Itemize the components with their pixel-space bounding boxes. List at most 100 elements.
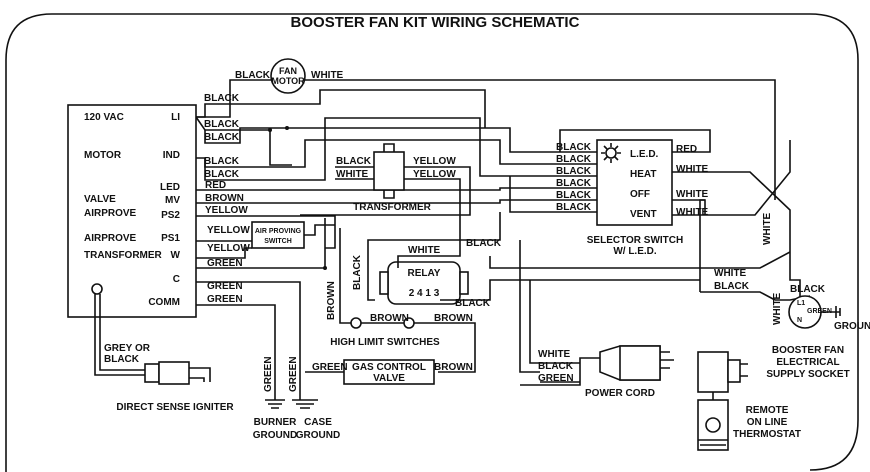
wire-label-black: BLACK xyxy=(790,284,826,295)
wire-label-black: BLACK xyxy=(204,156,240,167)
terminal-led: LED xyxy=(160,182,180,193)
gas-control-valve xyxy=(343,359,435,385)
wire xyxy=(196,215,336,249)
outer-border xyxy=(5,13,859,472)
led-rays-icon xyxy=(601,143,621,163)
wire-label-red: RED xyxy=(676,144,697,155)
wire xyxy=(520,357,600,386)
relay-label: RELAY xyxy=(408,268,441,279)
transformer-tabs xyxy=(383,143,395,199)
transformer-wires xyxy=(300,166,471,240)
selector-title-1: SELECTOR SWITCH xyxy=(587,235,683,246)
wire xyxy=(397,212,501,268)
power-cord-plug-body xyxy=(619,345,661,381)
wire xyxy=(509,176,555,213)
wire-label-black: BLACK xyxy=(455,298,491,309)
wire xyxy=(700,291,776,301)
high-limit-switch-1 xyxy=(350,317,362,329)
socket-ground-label: GROUND xyxy=(834,321,870,332)
wire-label-black: BLACK xyxy=(204,119,240,130)
wire xyxy=(304,224,335,236)
power-cord-wires xyxy=(519,240,580,383)
label-transformer: TRANSFORMER xyxy=(84,250,163,261)
wire-label-white: WHITE xyxy=(336,169,369,180)
wire xyxy=(672,171,791,252)
wire-label-yellow: YELLOW xyxy=(207,225,250,236)
wire-label-white: WHITE xyxy=(714,268,747,279)
gas-valve-label-2: VALVE xyxy=(373,373,405,384)
socket-l1-label: L1 xyxy=(797,300,805,307)
wire-label-black: BLACK xyxy=(714,281,750,292)
relay-pins: 2 4 1 3 xyxy=(409,288,440,299)
thermostat-dial-icon xyxy=(705,417,721,433)
wire-label-green: GREEN xyxy=(288,356,299,392)
relay-tab xyxy=(379,271,389,295)
wire-label-white: WHITE xyxy=(538,349,571,360)
socket-n-label: N xyxy=(797,317,802,324)
wire-label-green: GREEN xyxy=(538,373,574,384)
burner-ground-icon xyxy=(265,399,285,409)
thermostat-body xyxy=(697,399,729,451)
wire xyxy=(204,117,555,181)
thermostat-plug xyxy=(697,351,729,393)
wire-label-black: BLACK xyxy=(204,169,240,180)
wire-label-white: WHITE xyxy=(676,164,709,175)
wire-label-white: WHITE xyxy=(408,245,441,256)
wire xyxy=(196,304,276,400)
igniter-body xyxy=(158,361,190,385)
burner-ground-label-1: BURNER xyxy=(254,417,298,428)
socket-label-1: BOOSTER FAN xyxy=(772,345,844,356)
wire-label-white: WHITE xyxy=(772,292,783,325)
fan-motor-label-1: FAN xyxy=(279,66,297,76)
transformer-label: TRANSFORMER xyxy=(353,202,432,213)
junction-dot xyxy=(268,128,272,132)
wire-label-black: BLACK xyxy=(538,361,574,372)
fan-motor xyxy=(270,58,306,94)
label-airprove: AIRPROVE xyxy=(84,233,137,244)
wire-label-black: BLACK xyxy=(556,166,592,177)
terminal-mv: MV xyxy=(165,195,180,206)
wire-label-brown: BROWN xyxy=(434,313,473,324)
terminal-ps1: PS1 xyxy=(161,233,180,244)
wire xyxy=(196,281,301,400)
wire-label-black: BLACK xyxy=(204,93,240,104)
thermostat-bulb xyxy=(698,439,728,446)
wire xyxy=(204,127,555,153)
air-switch-wires xyxy=(196,240,252,259)
wire-label-brown: BROWN xyxy=(434,362,473,373)
wire xyxy=(196,199,555,204)
wire-label-yellow: YELLOW xyxy=(413,156,456,167)
diagram-title: BOOSTER FAN KIT WIRING SCHEMATIC xyxy=(291,14,580,31)
wire xyxy=(672,140,791,216)
label-motor: MOTOR xyxy=(84,150,122,161)
wire-label-black: BLACK xyxy=(235,70,271,81)
selector-input-wires xyxy=(555,151,597,213)
wire-label-yellow: YELLOW xyxy=(413,169,456,180)
wire-label-black: BLACK xyxy=(466,238,502,249)
thermostat-label-2: ON LINE xyxy=(747,417,788,428)
wire-label-black: BLACK xyxy=(352,254,363,290)
wire-label-black: BLACK xyxy=(556,190,592,201)
led-indicator-icon xyxy=(605,147,617,159)
wire-label-brown: BROWN xyxy=(205,193,244,204)
wire-label-red: RED xyxy=(205,180,226,191)
igniter-label: DIRECT SENSE IGNITER xyxy=(116,402,234,413)
wire-label-white: WHITE xyxy=(676,207,709,218)
wire xyxy=(196,187,555,191)
selector-led-label: L.E.D. xyxy=(630,149,659,160)
burner-ground-label-2: GROUND xyxy=(253,430,297,441)
selector-vent-label: VENT xyxy=(630,209,657,220)
wire-label-brown: BROWN xyxy=(370,313,409,324)
terminal-comm: COMM xyxy=(148,297,180,308)
wire-label-green: GREEN xyxy=(207,258,243,269)
wire xyxy=(339,228,352,324)
igniter-body xyxy=(144,363,160,383)
terminal-c: C xyxy=(173,274,180,285)
wire xyxy=(196,89,486,128)
wire xyxy=(699,199,705,292)
socket-label-2: ELECTRICAL xyxy=(776,357,839,368)
gas-valve-label-1: GAS CONTROL xyxy=(352,362,426,373)
relay-tab xyxy=(459,271,469,295)
